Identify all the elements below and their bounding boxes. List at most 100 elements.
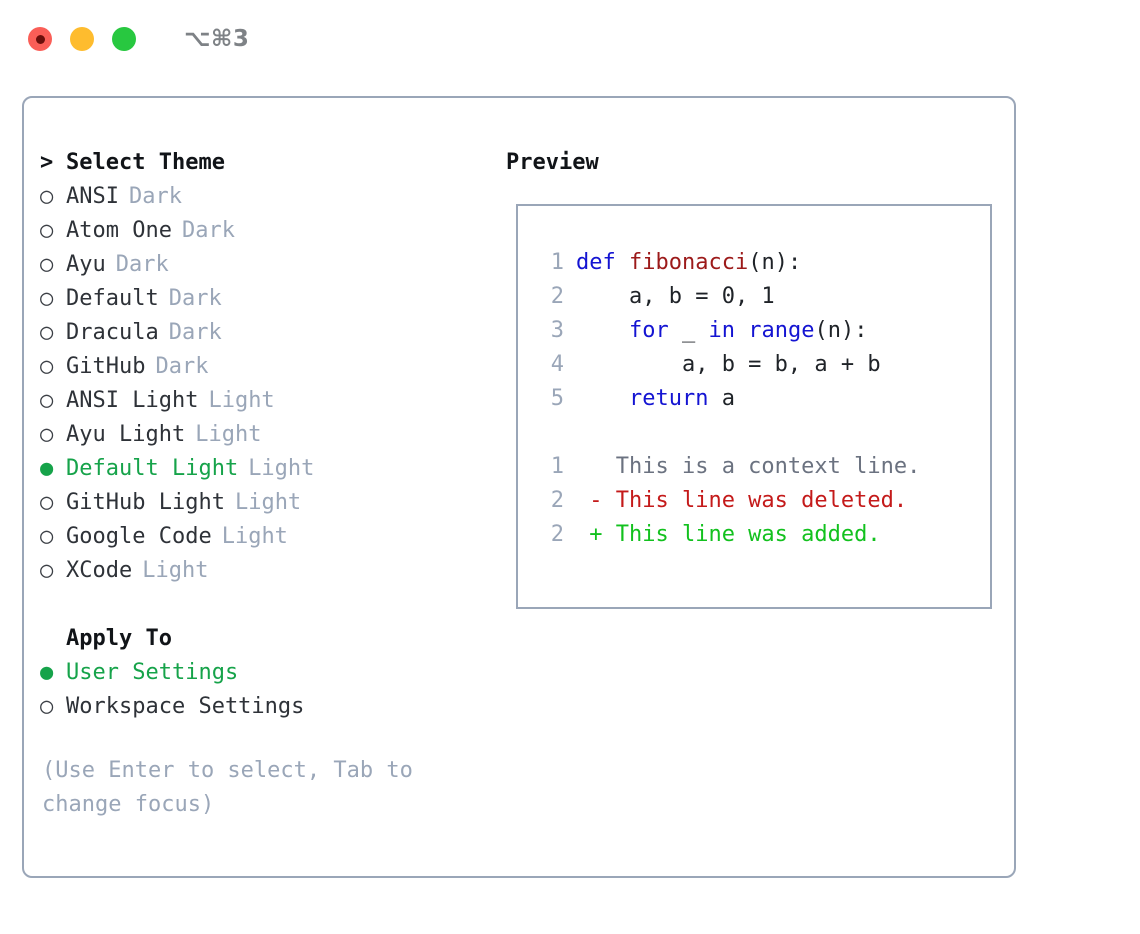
title-bar: ⌥⌘3 <box>0 0 1140 78</box>
apply-to-list: ● User Settings ○ Workspace Settings <box>40 656 494 724</box>
code-line: 2 a, b = 0, 1 <box>518 280 990 314</box>
code-token-plain <box>576 386 629 411</box>
preview-title: Preview <box>506 150 599 175</box>
select-theme-heading: > Select Theme <box>40 146 494 180</box>
code-line: 3 for _ in range(n): <box>518 314 990 348</box>
code-line: 5 return a <box>518 382 990 416</box>
code-token-plain: a, b = 0, 1 <box>576 284 775 309</box>
radio-unselected-icon: ○ <box>40 184 54 209</box>
theme-list-item[interactable]: ○ Default Dark <box>40 282 494 316</box>
radio-unselected-icon: ○ <box>40 286 54 311</box>
radio-unselected-icon: ○ <box>40 218 54 243</box>
theme-name-label: GitHub <box>66 354 146 379</box>
diff-sample: 1 This is a context line.2 - This line w… <box>518 450 990 552</box>
code-token-plain: _ <box>668 318 709 343</box>
code-token-kw: def <box>576 250 629 275</box>
apply-to-option-label: User Settings <box>66 660 239 685</box>
code-token-plain <box>735 318 748 343</box>
code-token-kw: for <box>628 318 669 343</box>
code-diff-gap <box>518 416 990 450</box>
theme-name-label: XCode <box>66 558 133 583</box>
code-line-text: def fibonacci(n): <box>576 246 801 280</box>
apply-to-heading-label: Apply To <box>66 626 172 651</box>
diff-line-text-ctx: This is a context line. <box>576 454 921 479</box>
radio-unselected-icon: ○ <box>40 490 54 515</box>
line-number: 1 <box>550 250 564 275</box>
line-number: 4 <box>550 352 564 377</box>
line-number: 1 <box>550 454 564 479</box>
theme-name-label: Default Light <box>66 456 239 481</box>
theme-list-item[interactable]: ○ XCode Light <box>40 554 494 588</box>
diff-line-text-del: - This line was deleted. <box>576 488 908 513</box>
theme-variant-badge: Dark <box>115 252 169 277</box>
code-token-fn: fibonacci <box>628 250 749 275</box>
radio-unselected-icon: ○ <box>40 252 54 277</box>
theme-name-label: Google Code <box>66 524 212 549</box>
theme-variant-badge: Light <box>208 388 275 413</box>
radio-unselected-icon: ○ <box>40 558 54 583</box>
apply-to-option-label: Workspace Settings <box>66 694 305 719</box>
theme-list-item[interactable]: ○ Atom One Dark <box>40 214 494 248</box>
code-token-plain <box>576 318 629 343</box>
radio-unselected-icon: ○ <box>40 422 54 447</box>
theme-list-item[interactable]: ● Default Light Light <box>40 452 494 486</box>
theme-variant-badge: Dark <box>181 218 235 243</box>
theme-variant-badge: Light <box>195 422 262 447</box>
code-token-kw: range <box>748 318 815 343</box>
radio-selected-icon: ● <box>40 660 54 685</box>
theme-variant-badge: Dark <box>128 184 182 209</box>
minimize-button-icon[interactable] <box>70 27 94 51</box>
zoom-button-icon[interactable] <box>112 27 136 51</box>
theme-variant-badge: Light <box>248 456 315 481</box>
theme-list-item[interactable]: ○ GitHub Light Light <box>40 486 494 520</box>
line-number: 5 <box>550 386 564 411</box>
apply-to-heading: Apply To <box>40 622 494 656</box>
line-number: 2 <box>550 522 564 547</box>
diff-line-text-add: + This line was added. <box>576 522 881 547</box>
theme-name-label: Atom One <box>66 218 172 243</box>
diff-line: 2 - This line was deleted. <box>518 484 990 518</box>
theme-variant-badge: Dark <box>155 354 209 379</box>
radio-unselected-icon: ○ <box>40 388 54 413</box>
theme-name-label: Default <box>66 286 159 311</box>
line-number: 2 <box>550 488 564 513</box>
list-spacer <box>40 588 494 622</box>
code-token-kw: in <box>708 318 735 343</box>
theme-variant-badge: Light <box>142 558 209 583</box>
diff-line: 1 This is a context line. <box>518 450 990 484</box>
code-token-plain: a, b = b, a + b <box>576 352 881 377</box>
window-title: ⌥⌘3 <box>184 26 250 52</box>
code-line-text: a, b = b, a + b <box>576 348 881 382</box>
theme-name-label: Dracula <box>66 320 159 345</box>
close-button-icon[interactable] <box>28 27 52 51</box>
code-line-text: for _ in range(n): <box>576 314 867 348</box>
theme-variant-badge: Light <box>234 490 302 515</box>
radio-selected-icon: ● <box>40 456 54 481</box>
code-line-text: a, b = 0, 1 <box>576 280 775 314</box>
line-number: 3 <box>550 318 564 343</box>
select-theme-heading-label: Select Theme <box>66 150 225 175</box>
radio-unselected-icon: ○ <box>40 694 54 719</box>
apply-to-option[interactable]: ● User Settings <box>40 656 494 690</box>
theme-variant-badge: Dark <box>168 286 222 311</box>
radio-unselected-icon: ○ <box>40 320 54 345</box>
theme-name-label: GitHub Light <box>66 490 225 515</box>
line-number: 2 <box>550 284 564 309</box>
apply-to-option[interactable]: ○ Workspace Settings <box>40 690 494 724</box>
theme-variant-badge: Light <box>221 524 288 549</box>
code-line: 4 a, b = b, a + b <box>518 348 990 382</box>
